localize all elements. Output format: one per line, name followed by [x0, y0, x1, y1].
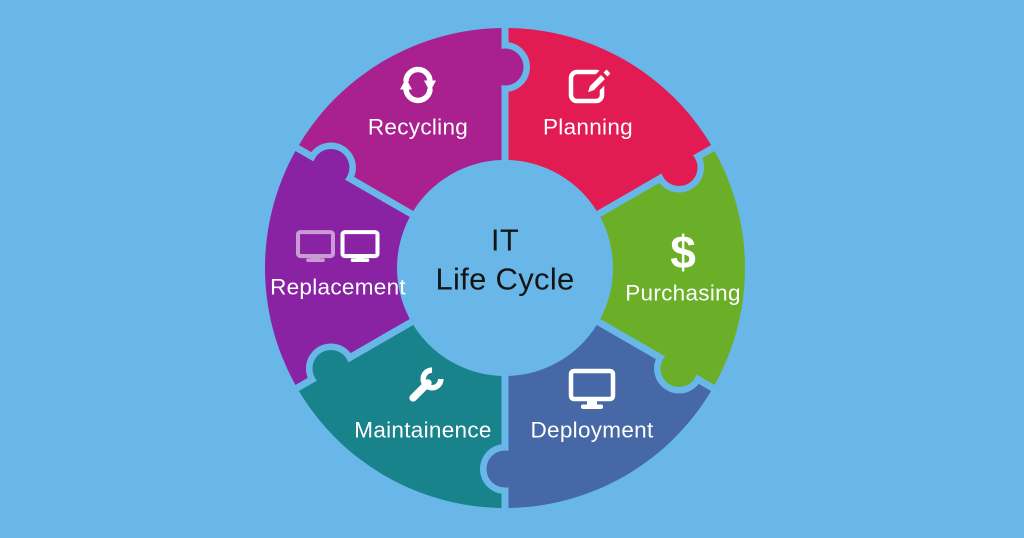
dual-monitor-icon: [295, 230, 380, 263]
segment-label-planning: Planning: [543, 115, 633, 140]
segment-label-recycling: Recycling: [368, 115, 468, 140]
svg-text:$: $: [670, 226, 696, 278]
diagram-title-line2: Life Cycle: [435, 262, 574, 297]
edit-icon: [568, 66, 614, 104]
diagram-title-line1: IT: [491, 223, 519, 258]
segment-label-purchasing: Purchasing: [625, 281, 741, 306]
recycle-icon: [400, 66, 436, 104]
dollar-icon: $: [670, 226, 696, 278]
segment-label-deployment: Deployment: [530, 418, 654, 443]
wrench-icon: [409, 367, 444, 402]
segment-recycling: [298, 28, 524, 212]
segment-label-maintainence: Maintainence: [354, 418, 491, 443]
monitor-icon: [568, 368, 616, 409]
segment-label-replacement: Replacement: [270, 275, 406, 300]
